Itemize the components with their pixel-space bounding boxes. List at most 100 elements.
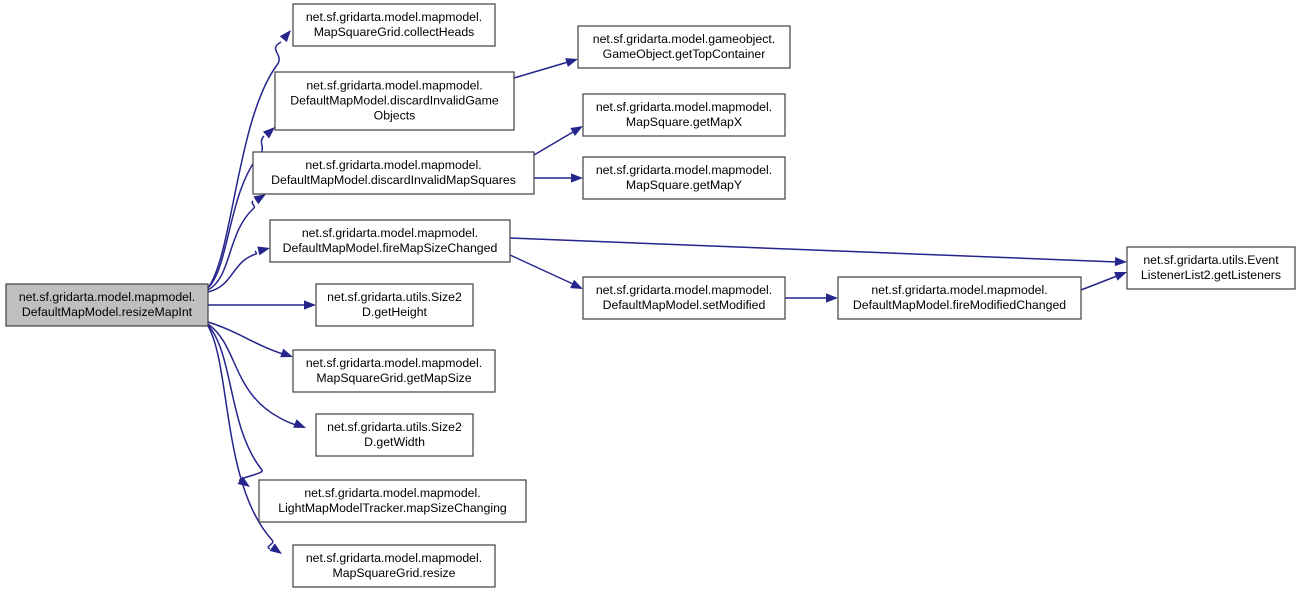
node-label-line: ListenerList2.getListeners (1141, 268, 1281, 282)
edge-line (513, 61, 569, 79)
call-graph-node-resizeMapInt[interactable]: net.sf.gridarta.model.mapmodel.DefaultMa… (5, 283, 209, 327)
node-label-line: D.getWidth (364, 435, 425, 449)
node-label-line: MapSquareGrid.getMapSize (316, 371, 471, 385)
call-edge-resizeMapInt-to-resize (207, 325, 282, 554)
edge-line (207, 324, 263, 482)
edge-line (207, 135, 265, 289)
node-rect[interactable] (837, 276, 1082, 320)
edge-arrowhead-icon (826, 293, 838, 303)
edge-line (207, 41, 282, 289)
call-graph-node-setModified[interactable]: net.sf.gridarta.model.mapmodel.DefaultMa… (582, 276, 786, 320)
edge-arrowhead-icon (570, 126, 583, 136)
call-graph-node-getTopContainer[interactable]: net.sf.gridarta.model.gameobject.GameObj… (577, 25, 791, 69)
node-label-line: net.sf.gridarta.model.mapmodel. (306, 78, 482, 92)
call-edge-fireMapSizeChanged-to-setModified (509, 254, 583, 289)
node-label-line: Objects (374, 108, 416, 122)
edge-line (207, 200, 256, 291)
edge-arrowhead-icon (293, 419, 306, 428)
call-graph-node-collectHeads[interactable]: net.sf.gridarta.model.mapmodel.MapSquare… (292, 3, 496, 47)
node-rect[interactable] (252, 151, 535, 195)
edge-line (533, 131, 574, 156)
node-label-line: LightMapModelTracker.mapSizeChanging (278, 501, 507, 515)
edge-arrowhead-icon (269, 543, 282, 554)
node-label-line: DefaultMapModel.resizeMapInt (22, 305, 193, 319)
edge-line (207, 325, 274, 550)
call-edge-resizeMapInt-to-discardInvalidGameObjects (207, 127, 275, 289)
node-rect[interactable] (292, 349, 496, 393)
node-rect[interactable] (582, 156, 786, 200)
node-label-line: DefaultMapModel.setModified (603, 298, 766, 312)
nodes-layer: net.sf.gridarta.model.mapmodel.DefaultMa… (5, 3, 1296, 588)
node-rect[interactable] (258, 479, 527, 523)
call-edge-fireModifiedChanged-to-getListeners (1080, 272, 1127, 291)
node-label-line: net.sf.gridarta.model.mapmodel. (871, 283, 1047, 297)
call-graph-node-getMapSize[interactable]: net.sf.gridarta.model.mapmodel.MapSquare… (292, 349, 496, 393)
call-edge-resizeMapInt-to-fireMapSizeChanged (207, 246, 270, 293)
edge-arrowhead-icon (570, 279, 583, 289)
node-label-line: net.sf.gridarta.utils.Event (1143, 253, 1279, 267)
node-rect[interactable] (582, 276, 786, 320)
node-label-line: DefaultMapModel.fireMapSizeChanged (283, 241, 498, 255)
node-label-line: net.sf.gridarta.model.mapmodel. (306, 551, 482, 565)
node-label-line: net.sf.gridarta.model.mapmodel. (596, 163, 772, 177)
node-label-line: MapSquare.getMapY (626, 178, 742, 192)
node-rect[interactable] (292, 544, 496, 588)
node-rect[interactable] (292, 3, 496, 47)
node-label-line: DefaultMapModel.discardInvalidMapSquares (271, 173, 516, 187)
node-label-line: net.sf.gridarta.model.mapmodel. (306, 356, 482, 370)
edge-arrowhead-icon (279, 30, 291, 43)
edge-line (1080, 275, 1118, 291)
call-edge-resizeMapInt-to-mapSizeChanging (207, 324, 263, 487)
edge-arrowhead-icon (571, 173, 583, 183)
node-rect[interactable] (315, 283, 474, 327)
edge-arrowhead-icon (257, 246, 270, 256)
node-label-line: net.sf.gridarta.model.mapmodel. (305, 158, 481, 172)
edges-layer (207, 30, 1127, 554)
node-label-line: DefaultMapModel.fireModifiedChanged (853, 298, 1066, 312)
node-rect[interactable] (274, 71, 515, 131)
call-graph-node-mapSizeChanging[interactable]: net.sf.gridarta.model.mapmodel.LightMapM… (258, 479, 527, 523)
node-label-line: MapSquareGrid.collectHeads (314, 25, 475, 39)
node-label-line: D.getHeight (362, 305, 428, 319)
call-edge-resizeMapInt-to-getHeight (208, 300, 316, 310)
edge-arrowhead-icon (280, 348, 293, 358)
node-rect[interactable] (5, 283, 209, 327)
call-edge-setModified-to-fireModifiedChanged (785, 293, 838, 303)
node-label-line: net.sf.gridarta.model.mapmodel. (596, 283, 772, 297)
call-edge-discardInvalidMapSquares-to-getMapY (534, 173, 583, 183)
node-rect[interactable] (269, 219, 511, 263)
edge-arrowhead-icon (304, 300, 316, 310)
call-graph-node-fireMapSizeChanged[interactable]: net.sf.gridarta.model.mapmodel.DefaultMa… (269, 219, 511, 263)
edge-line (509, 237, 1118, 263)
node-label-line: net.sf.gridarta.model.mapmodel. (19, 290, 195, 304)
node-label-line: net.sf.gridarta.model.mapmodel. (302, 226, 478, 240)
node-label-line: DefaultMapModel.discardInvalidGame (290, 93, 499, 107)
edge-arrowhead-icon (1114, 256, 1127, 267)
edge-arrowhead-icon (565, 58, 578, 67)
call-graph-node-getMapX[interactable]: net.sf.gridarta.model.mapmodel.MapSquare… (582, 93, 786, 137)
call-graph-node-discardInvalidGameObjects[interactable]: net.sf.gridarta.model.mapmodel.DefaultMa… (274, 71, 515, 131)
node-label-line: net.sf.gridarta.model.mapmodel. (306, 10, 482, 24)
node-rect[interactable] (577, 25, 791, 69)
call-edge-resizeMapInt-to-collectHeads (207, 30, 291, 289)
call-graph-node-discardInvalidMapSquares[interactable]: net.sf.gridarta.model.mapmodel.DefaultMa… (252, 151, 535, 195)
node-label-line: net.sf.gridarta.model.gameobject. (593, 32, 776, 46)
node-rect[interactable] (1126, 246, 1296, 290)
node-rect[interactable] (582, 93, 786, 137)
edge-arrowhead-icon (1114, 272, 1127, 281)
node-label-line: MapSquare.getMapX (626, 115, 742, 129)
call-edge-resizeMapInt-to-discardInvalidMapSquares (207, 194, 266, 291)
call-graph-node-getMapY[interactable]: net.sf.gridarta.model.mapmodel.MapSquare… (582, 156, 786, 200)
call-graph-node-resize[interactable]: net.sf.gridarta.model.mapmodel.MapSquare… (292, 544, 496, 588)
call-graph-node-fireModifiedChanged[interactable]: net.sf.gridarta.model.mapmodel.DefaultMa… (837, 276, 1082, 320)
call-edge-resizeMapInt-to-getMapSize (207, 321, 293, 358)
node-label-line: net.sf.gridarta.utils.Size2 (327, 420, 462, 434)
edge-arrowhead-icon (253, 194, 266, 205)
node-label-line: net.sf.gridarta.model.mapmodel. (304, 486, 480, 500)
edge-arrowhead-icon (237, 476, 250, 487)
node-rect[interactable] (315, 413, 474, 457)
call-graph-node-getListeners[interactable]: net.sf.gridarta.utils.EventListenerList2… (1126, 246, 1296, 290)
